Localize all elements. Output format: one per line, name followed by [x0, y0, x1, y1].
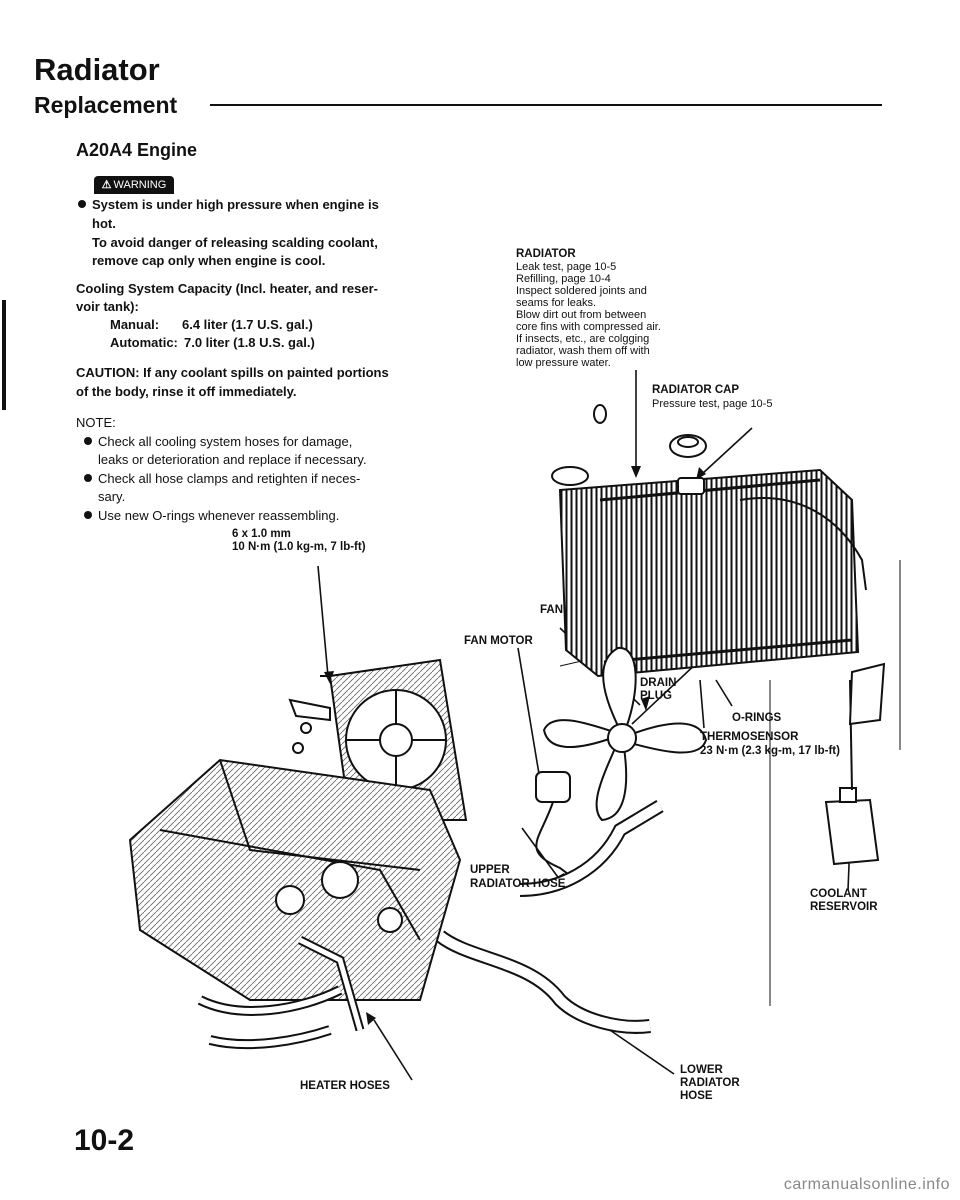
bolt-leader [317, 565, 329, 677]
radiator-note-8: radiator, wash them off with [516, 345, 650, 357]
radiator-note-5: Blow dirt out from between [516, 309, 647, 321]
capacity-line-2: voir tank): [76, 299, 139, 314]
radiator-core [558, 468, 860, 678]
note-item-1-line-1: Check all cooling system hoses for damag… [83, 434, 353, 449]
radiator-cap-note: Pressure test, page 10-5 [652, 398, 773, 410]
capacity-auto-label: Automatic: [110, 335, 178, 350]
note-heading: NOTE: [76, 415, 116, 430]
warning-icon: ⚠ [101, 179, 112, 191]
bolt-spec-line-1: 6 x 1.0 mm [232, 528, 291, 540]
capacity-line-1: Cooling System Capacity (Incl. heater, a… [76, 281, 378, 296]
caution-line-1: CAUTION: If any coolant spills on painte… [76, 365, 389, 380]
label-fan-motor: FAN MOTOR [464, 635, 533, 647]
note-item-2-line-1: Check all hose clamps and retighten if n… [83, 471, 361, 486]
overflow-tube [739, 497, 867, 591]
margin-bar [2, 300, 6, 410]
engine-heading: A20A4 Engine [76, 140, 198, 160]
label-hose: HOSE [680, 1090, 713, 1102]
drain-plug-leader [631, 659, 701, 725]
radiator-note-3: Inspect soldered joints and [516, 285, 647, 297]
fan-motor [535, 771, 577, 881]
warning-badge: ⚠WARNING [94, 176, 174, 194]
label-thermosensor: THERMOSENSOR [700, 731, 799, 743]
coolant-reservoir [824, 662, 886, 866]
page-number: 10-2 [74, 1124, 135, 1157]
capacity-auto-value: 7.0 liter (1.8 U.S. gal.) [184, 335, 315, 350]
section-subtitle: Replacement [34, 92, 178, 118]
footer-watermark: carmanualsonline.info [783, 1176, 950, 1193]
capacity-manual-label: Manual: [110, 317, 160, 332]
radiator-note-9: low pressure water. [516, 357, 611, 369]
radiator-note-7: If insects, etc., are colgging [516, 333, 650, 345]
radiator-cap-leader [701, 427, 753, 475]
orings-leader [715, 679, 733, 707]
radiator-note-1: Leak test, page 10-5 [516, 261, 617, 273]
label-lower: LOWER [680, 1064, 723, 1076]
note-item-2-line-2: sary. [98, 489, 126, 504]
label-plug: PLUG [640, 690, 672, 702]
label-upper: UPPER [470, 864, 510, 876]
mounting-bracket [288, 672, 331, 754]
fan-motor-leader [517, 647, 543, 793]
engine-block [128, 758, 462, 1001]
radiator-cap [669, 434, 707, 458]
label-thermosensor-torque: 23 N·m (2.3 kg-m, 17 lb-ft) [700, 745, 840, 757]
page-title: Radiator [34, 52, 160, 87]
radiator-cap-title: RADIATOR CAP [652, 384, 740, 396]
warning-line-4: remove cap only when engine is cool. [92, 253, 326, 268]
warning-line-2: hot. [92, 216, 116, 231]
radiator-note-6: core fins with compressed air. [516, 321, 661, 333]
note-item-1-line-2: leaks or deterioration and replace if ne… [98, 452, 367, 467]
bolt-spec-line-2: 10 N·m (1.0 kg-m, 7 lb-ft) [232, 541, 366, 553]
label-upper-radiator-hose: RADIATOR HOSE [470, 878, 566, 890]
warning-line-1: System is under high pressure when engin… [78, 197, 379, 212]
title-rule [210, 104, 882, 106]
label-fan: FAN [540, 604, 563, 616]
thermosensor-leader [699, 679, 705, 729]
warning-badge-label: WARNING [113, 179, 167, 191]
label-o-rings: O-RINGS [732, 712, 782, 724]
cooling-fan [542, 646, 708, 822]
label-drain: DRAIN [640, 677, 677, 689]
label-coolant: COOLANT [810, 888, 867, 900]
capacity-manual-value: 6.4 liter (1.7 U.S. gal.) [182, 317, 313, 332]
label-radiator: RADIATOR [680, 1077, 740, 1089]
upper-hose-leader [521, 827, 561, 881]
label-reservoir: RESERVOIR [810, 901, 878, 913]
warning-line-3: To avoid danger of releasing scalding co… [92, 235, 378, 250]
caution-line-2: of the body, rinse it off immediately. [76, 384, 297, 399]
heater-hoses-leader [373, 1019, 413, 1081]
lower-hose-leader [603, 1025, 675, 1075]
note-item-3: Use new O-rings whenever reassembling. [83, 508, 340, 523]
label-heater-hoses: HEATER HOSES [300, 1080, 390, 1092]
radiator-title: RADIATOR [516, 248, 576, 260]
radiator-note-4: seams for leaks. [516, 297, 597, 309]
radiator-note-2: Refilling, page 10-4 [516, 273, 611, 285]
